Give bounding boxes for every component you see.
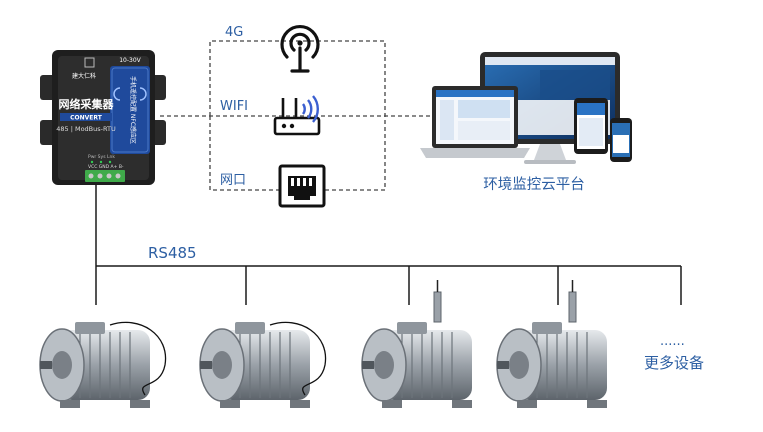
link-label-4g: 4G	[225, 25, 243, 40]
antenna-icon	[280, 24, 320, 73]
motor-icon	[39, 321, 167, 408]
rs485-bus	[95, 184, 682, 305]
gateway-subtitle: CONVERT	[70, 115, 103, 122]
gateway-model: 485 | ModBus-RTU	[56, 125, 116, 133]
more-devices-dots: ......	[660, 334, 685, 349]
link-label-wifi: WIFI	[220, 99, 248, 114]
motor-with-sensor-icon	[361, 280, 472, 408]
platform-label: 环境监控云平台	[483, 175, 585, 193]
ethernet-port-icon	[278, 164, 326, 208]
gateway-voltage: 10-30V	[119, 57, 141, 64]
motor-device-3	[361, 280, 472, 408]
router-icon	[273, 95, 321, 136]
gateway-brand: 建大仁科	[72, 72, 96, 80]
gateway-nfc-text: 手机遥控配置 NFC感应区	[129, 76, 137, 144]
motor-device-2	[199, 321, 327, 408]
gateway-status-labels: Pwr Sys Lnk	[88, 154, 115, 160]
gateway-port-labels: VCC GND A+ B-	[88, 164, 124, 170]
motor-device-1	[39, 321, 167, 408]
motor-device-4	[496, 280, 607, 408]
motor-with-sensor-icon	[496, 280, 607, 408]
bus-label: RS485	[148, 244, 197, 262]
link-label-ethernet: 网口	[220, 173, 246, 188]
cloud-platform-devices	[420, 52, 632, 164]
more-devices-label: 更多设备	[644, 354, 704, 372]
gateway-device: 10-30V 建大仁科 网络采集器 CONVERT 485 | ModBus-R…	[40, 50, 166, 185]
motor-icon	[199, 321, 327, 408]
gateway-title: 网络采集器	[59, 97, 115, 111]
